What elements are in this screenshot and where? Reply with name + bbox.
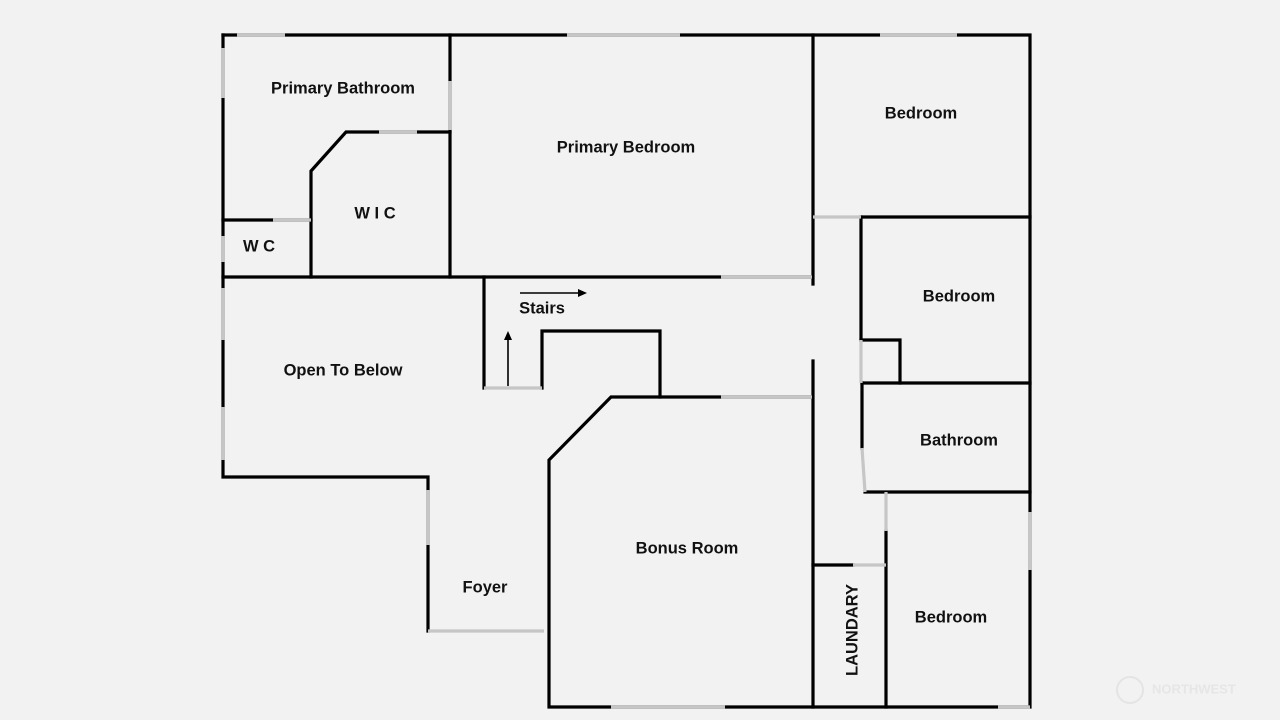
room-label-wic: W I C bbox=[354, 204, 395, 222]
room-label-bonus-room: Bonus Room bbox=[636, 539, 739, 557]
room-label-bedroom-bottom: Bedroom bbox=[915, 608, 987, 626]
left-outer-wall bbox=[221, 33, 430, 633]
room-label-foyer: Foyer bbox=[463, 578, 509, 596]
watermark: NORTHWEST bbox=[1116, 676, 1236, 704]
outer-wall bbox=[221, 33, 1032, 709]
room-label-bathroom: Bathroom bbox=[920, 431, 998, 449]
room-label-primary-bathroom: Primary Bathroom bbox=[271, 79, 415, 97]
door bbox=[860, 447, 867, 493]
room-label-open-to-below: Open To Below bbox=[284, 361, 403, 379]
stairs-arrow-right-head bbox=[578, 289, 587, 297]
room-label-stairs: Stairs bbox=[519, 299, 565, 317]
bedroom-closet-wall bbox=[859, 338, 902, 385]
openings bbox=[221, 33, 1032, 709]
watermark-text: NORTHWEST bbox=[1152, 681, 1236, 696]
stairs-wall bbox=[540, 329, 662, 399]
stair-arrows bbox=[504, 289, 587, 386]
nwmls-logo-icon bbox=[1116, 676, 1144, 704]
stairs-arrow-up-head bbox=[504, 331, 512, 340]
room-label-wc: W C bbox=[243, 237, 275, 255]
room-label-bedroom-middle: Bedroom bbox=[923, 287, 995, 305]
room-labels: Primary Bathroom Primary Bedroom Bedroom… bbox=[243, 79, 998, 676]
room-label-primary-bedroom: Primary Bedroom bbox=[557, 138, 695, 156]
room-label-laundary: LAUNDARY bbox=[843, 584, 861, 676]
room-label-bedroom-top: Bedroom bbox=[885, 104, 957, 122]
